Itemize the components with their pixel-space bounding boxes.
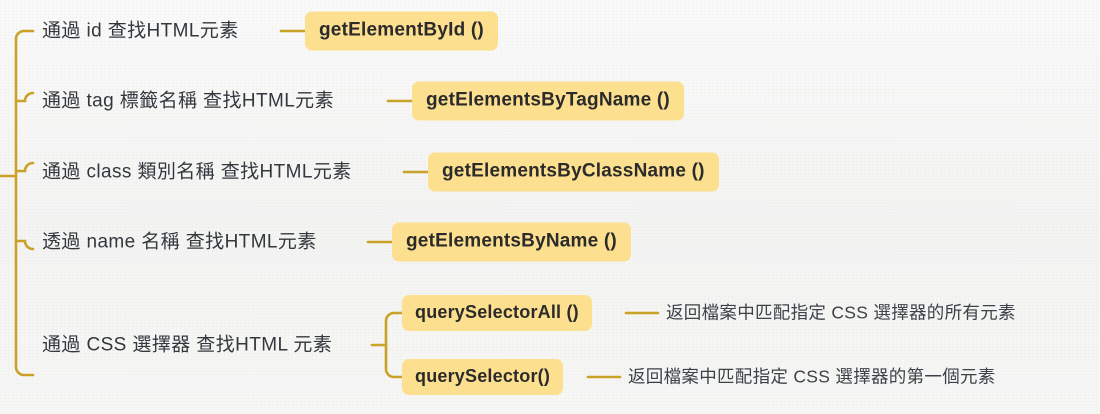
method-pill-get-elements-by-name[interactable]: getElementsByName () [392, 222, 631, 262]
method-pill-get-elements-by-class-name[interactable]: getElementsByClassName () [428, 152, 719, 192]
branch-label-by-name[interactable]: 透過 name 名稱 查找HTML元素 [42, 231, 317, 253]
description-query-selector: 返回檔案中匹配指定 CSS 選擇器的第一個元素 [628, 366, 996, 387]
css-subtree-bracket [384, 311, 404, 379]
branch-label-by-id[interactable]: 通過 id 查找HTML元素 [42, 20, 239, 42]
method-pill-query-selector-all[interactable]: querySelectorAll () [402, 295, 592, 331]
description-query-selector-all: 返回檔案中匹配指定 CSS 選擇器的所有元素 [666, 302, 1016, 323]
branch-tick-by-tag [14, 91, 35, 103]
method-pill-query-selector[interactable]: querySelector() [402, 359, 564, 395]
main-bracket-spine [14, 29, 35, 377]
method-pill-get-elements-by-tag-name[interactable]: getElementsByTagName () [412, 81, 684, 121]
branch-tick-by-class [14, 161, 35, 173]
branch-label-by-css-selector[interactable]: 通過 CSS 選擇器 查找HTML 元素 [42, 334, 333, 356]
method-pill-get-element-by-id[interactable]: getElementById () [305, 11, 498, 51]
branch-label-by-tag[interactable]: 通過 tag 標籤名稱 查找HTML元素 [42, 90, 334, 112]
branch-tick-by-name [14, 239, 35, 251]
branch-label-by-class[interactable]: 通過 class 類別名稱 查找HTML元素 [42, 161, 352, 183]
